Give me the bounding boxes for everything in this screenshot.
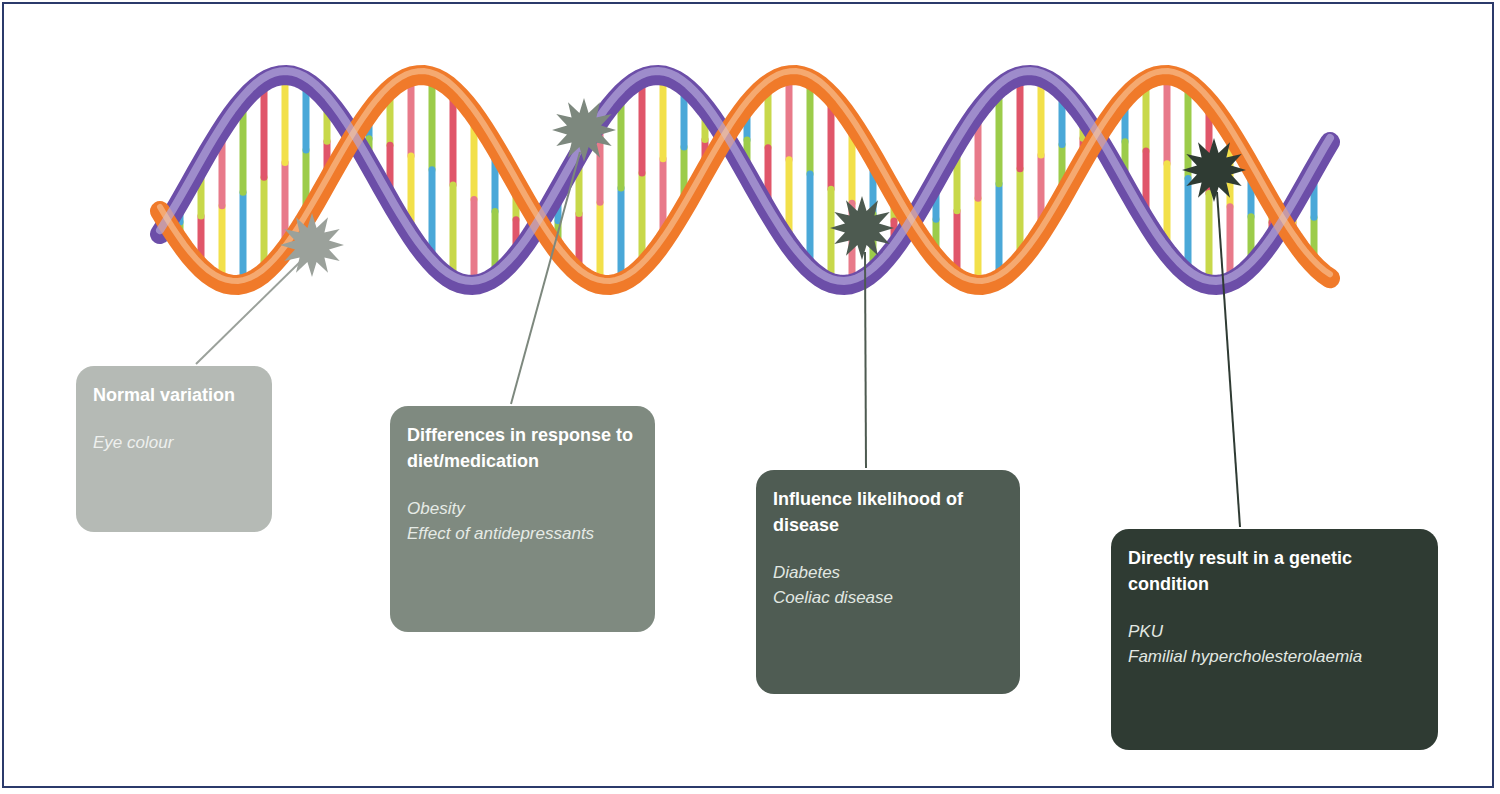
example-text: Effect of antidepressants xyxy=(407,521,639,546)
mutation-star xyxy=(830,196,894,260)
leader-line xyxy=(1217,192,1240,527)
box-heading: Normal variation xyxy=(93,382,256,408)
strand-highlight xyxy=(160,71,1330,281)
base-pair xyxy=(786,75,793,159)
mutation-star xyxy=(280,213,344,277)
mutation-star xyxy=(1182,138,1246,202)
dna-strands xyxy=(160,71,1330,285)
leader-line xyxy=(511,152,580,404)
base-pair xyxy=(450,185,457,280)
example-text: Obesity xyxy=(407,496,639,521)
base-pair xyxy=(282,75,289,163)
box-heading: Directly result in a genetic condition xyxy=(1128,545,1422,597)
mutation-star xyxy=(552,98,616,162)
base-pair xyxy=(996,184,1003,279)
mutation-markers xyxy=(280,98,1246,277)
category-box: Influence likelihood of diseaseDiabetesC… xyxy=(756,470,1020,694)
base-pair xyxy=(429,77,436,170)
base-pair xyxy=(828,189,835,283)
example-text: PKU xyxy=(1128,619,1422,644)
strand-highlight xyxy=(160,71,1330,281)
base-pair xyxy=(1164,75,1171,164)
base-pair xyxy=(639,78,646,173)
leader-line xyxy=(865,252,866,468)
leader-lines xyxy=(196,152,1240,527)
example-text: Diabetes xyxy=(773,560,1004,585)
category-box: Differences in response to diet/medicati… xyxy=(390,406,655,632)
leader-line xyxy=(196,262,300,364)
category-box: Directly result in a genetic conditionPK… xyxy=(1111,529,1438,750)
base-pair xyxy=(240,192,247,284)
box-heading: Influence likelihood of disease xyxy=(773,486,1004,538)
base-pair xyxy=(261,82,268,178)
base-pair xyxy=(1206,193,1213,284)
base-pair xyxy=(660,76,667,159)
base-pair xyxy=(1017,76,1024,168)
example-text: Coeliac disease xyxy=(773,585,1004,610)
base-pair xyxy=(471,199,478,284)
base-pair xyxy=(597,202,604,284)
example-text: Eye colour xyxy=(93,430,256,455)
box-heading: Differences in response to diet/medicati… xyxy=(407,422,639,474)
base-pair xyxy=(807,79,814,174)
base-pair xyxy=(618,188,625,282)
example-text: Familial hypercholesterolaemia xyxy=(1128,644,1422,669)
base-pair xyxy=(408,77,415,156)
base-pair xyxy=(975,198,982,285)
category-box: Normal variationEye colour xyxy=(76,366,272,532)
